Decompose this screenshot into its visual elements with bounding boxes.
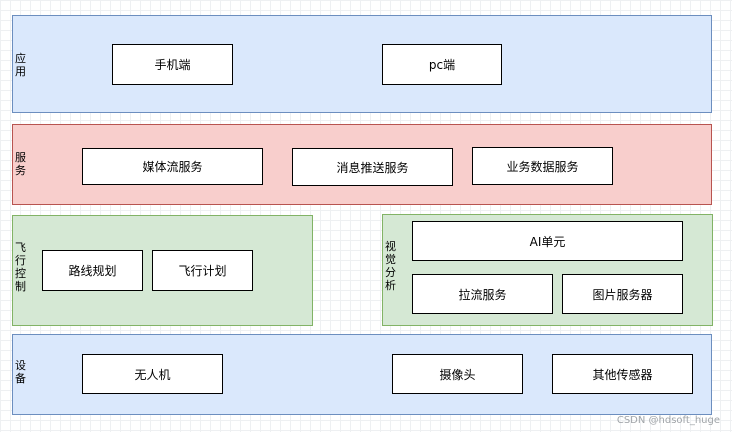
layer-flight-control-label: 飞行控制: [15, 241, 26, 293]
watermark: CSDN @hdsoft_huge: [616, 415, 720, 426]
node-mobile: 手机端: [112, 44, 233, 85]
node-business-data-service: 业务数据服务: [472, 147, 613, 185]
node-camera: 摄像头: [392, 354, 523, 394]
layer-vision-analysis-label: 视觉分析: [385, 240, 396, 292]
node-other-sensors: 其他传感器: [552, 354, 693, 394]
node-route-planning: 路线规划: [42, 250, 143, 291]
node-image-server: 图片服务器: [562, 274, 683, 314]
layer-app-label: 应用: [15, 52, 26, 78]
node-media-stream-service: 媒体流服务: [82, 148, 263, 185]
layer-service-label: 服务: [15, 151, 26, 177]
node-message-push-service: 消息推送服务: [292, 148, 453, 186]
node-pc: pc端: [382, 44, 502, 85]
node-pull-stream-service: 拉流服务: [412, 274, 553, 314]
node-flight-plan: 飞行计划: [152, 250, 253, 291]
node-ai-unit: AI单元: [412, 221, 683, 261]
node-drone: 无人机: [82, 354, 223, 394]
layer-device-label: 设备: [15, 359, 26, 385]
